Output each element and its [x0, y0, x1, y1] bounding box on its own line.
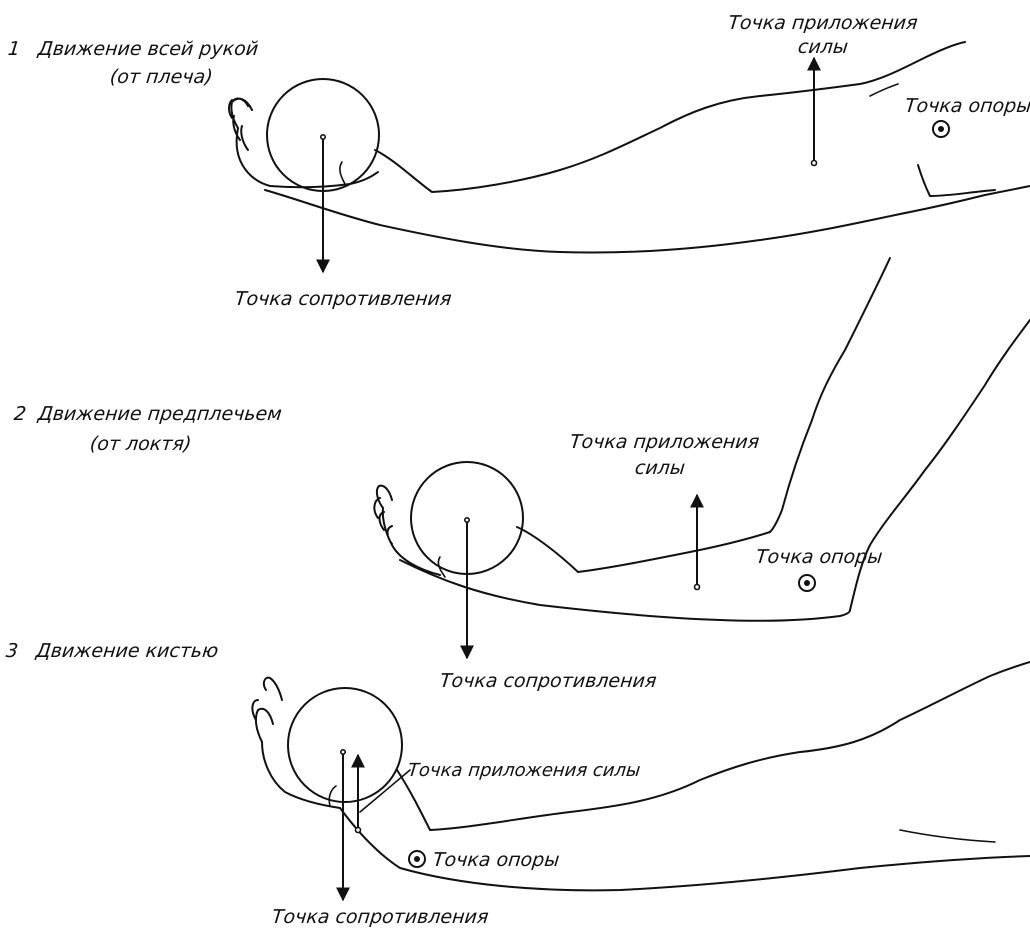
panel-2-title: Движение предплечьем — [37, 403, 283, 425]
panel-2-force-label-line2: силы — [569, 457, 751, 479]
panel-2-force-label-line1: Точка приложения — [569, 431, 751, 453]
panel-3-number: 3 — [5, 640, 19, 662]
panel-2-upperarm-outer — [770, 258, 890, 532]
panel-1-hand — [229, 99, 378, 188]
panel-3-elbow-line — [900, 830, 995, 842]
panel-3-title: Движение кистью — [35, 640, 220, 662]
panel-2-number: 2 — [13, 403, 27, 425]
panel-2-fulcrum-icon — [799, 575, 815, 591]
panel-2-fulcrum-label: Точка опоры — [755, 546, 884, 568]
panel-1-fulcrum-label: Точка опоры — [904, 95, 1030, 117]
panel-1-subtitle: (от плеча) — [109, 66, 214, 88]
panel-3-fulcrum-label: Точка опоры — [432, 849, 561, 871]
panel-2-subtitle: (от локтя) — [89, 433, 193, 455]
panel-1-title: Движение всей рукой — [37, 38, 259, 60]
panel-3-force-label: Точка приложения силы — [407, 760, 642, 781]
panel-3-ball — [288, 688, 402, 802]
panel-3-force-leader — [360, 770, 410, 812]
panel-3-illustration — [252, 662, 1030, 900]
panel-2-resistance-label: Точка сопротивления — [439, 670, 658, 692]
panel-1-body-line — [918, 165, 995, 196]
panel-3-fulcrum-icon — [409, 851, 425, 867]
panel-2-forearm-upper — [517, 527, 770, 572]
panel-1-fulcrum-icon — [933, 121, 949, 137]
panel-1-force-label-line1: Точка приложения — [727, 12, 919, 34]
panel-1-arm-upper-contour — [375, 42, 965, 192]
panel-3-thumb — [329, 786, 336, 806]
panel-1-thumb — [340, 162, 345, 184]
panel-3-resistance-label: Точка сопротивления — [271, 906, 490, 928]
panel-1-deltoid-line — [870, 84, 898, 96]
panel-1-force-label-line2: силы — [727, 36, 919, 58]
panel-1-illustration — [229, 42, 1030, 272]
panel-1-arm-lower-contour — [265, 186, 1030, 253]
panel-2-hand — [374, 486, 440, 575]
panel-3-hand — [252, 678, 340, 808]
panel-1-resistance-label: Точка сопротивления — [234, 288, 453, 310]
panel-1-number: 1 — [7, 38, 21, 60]
